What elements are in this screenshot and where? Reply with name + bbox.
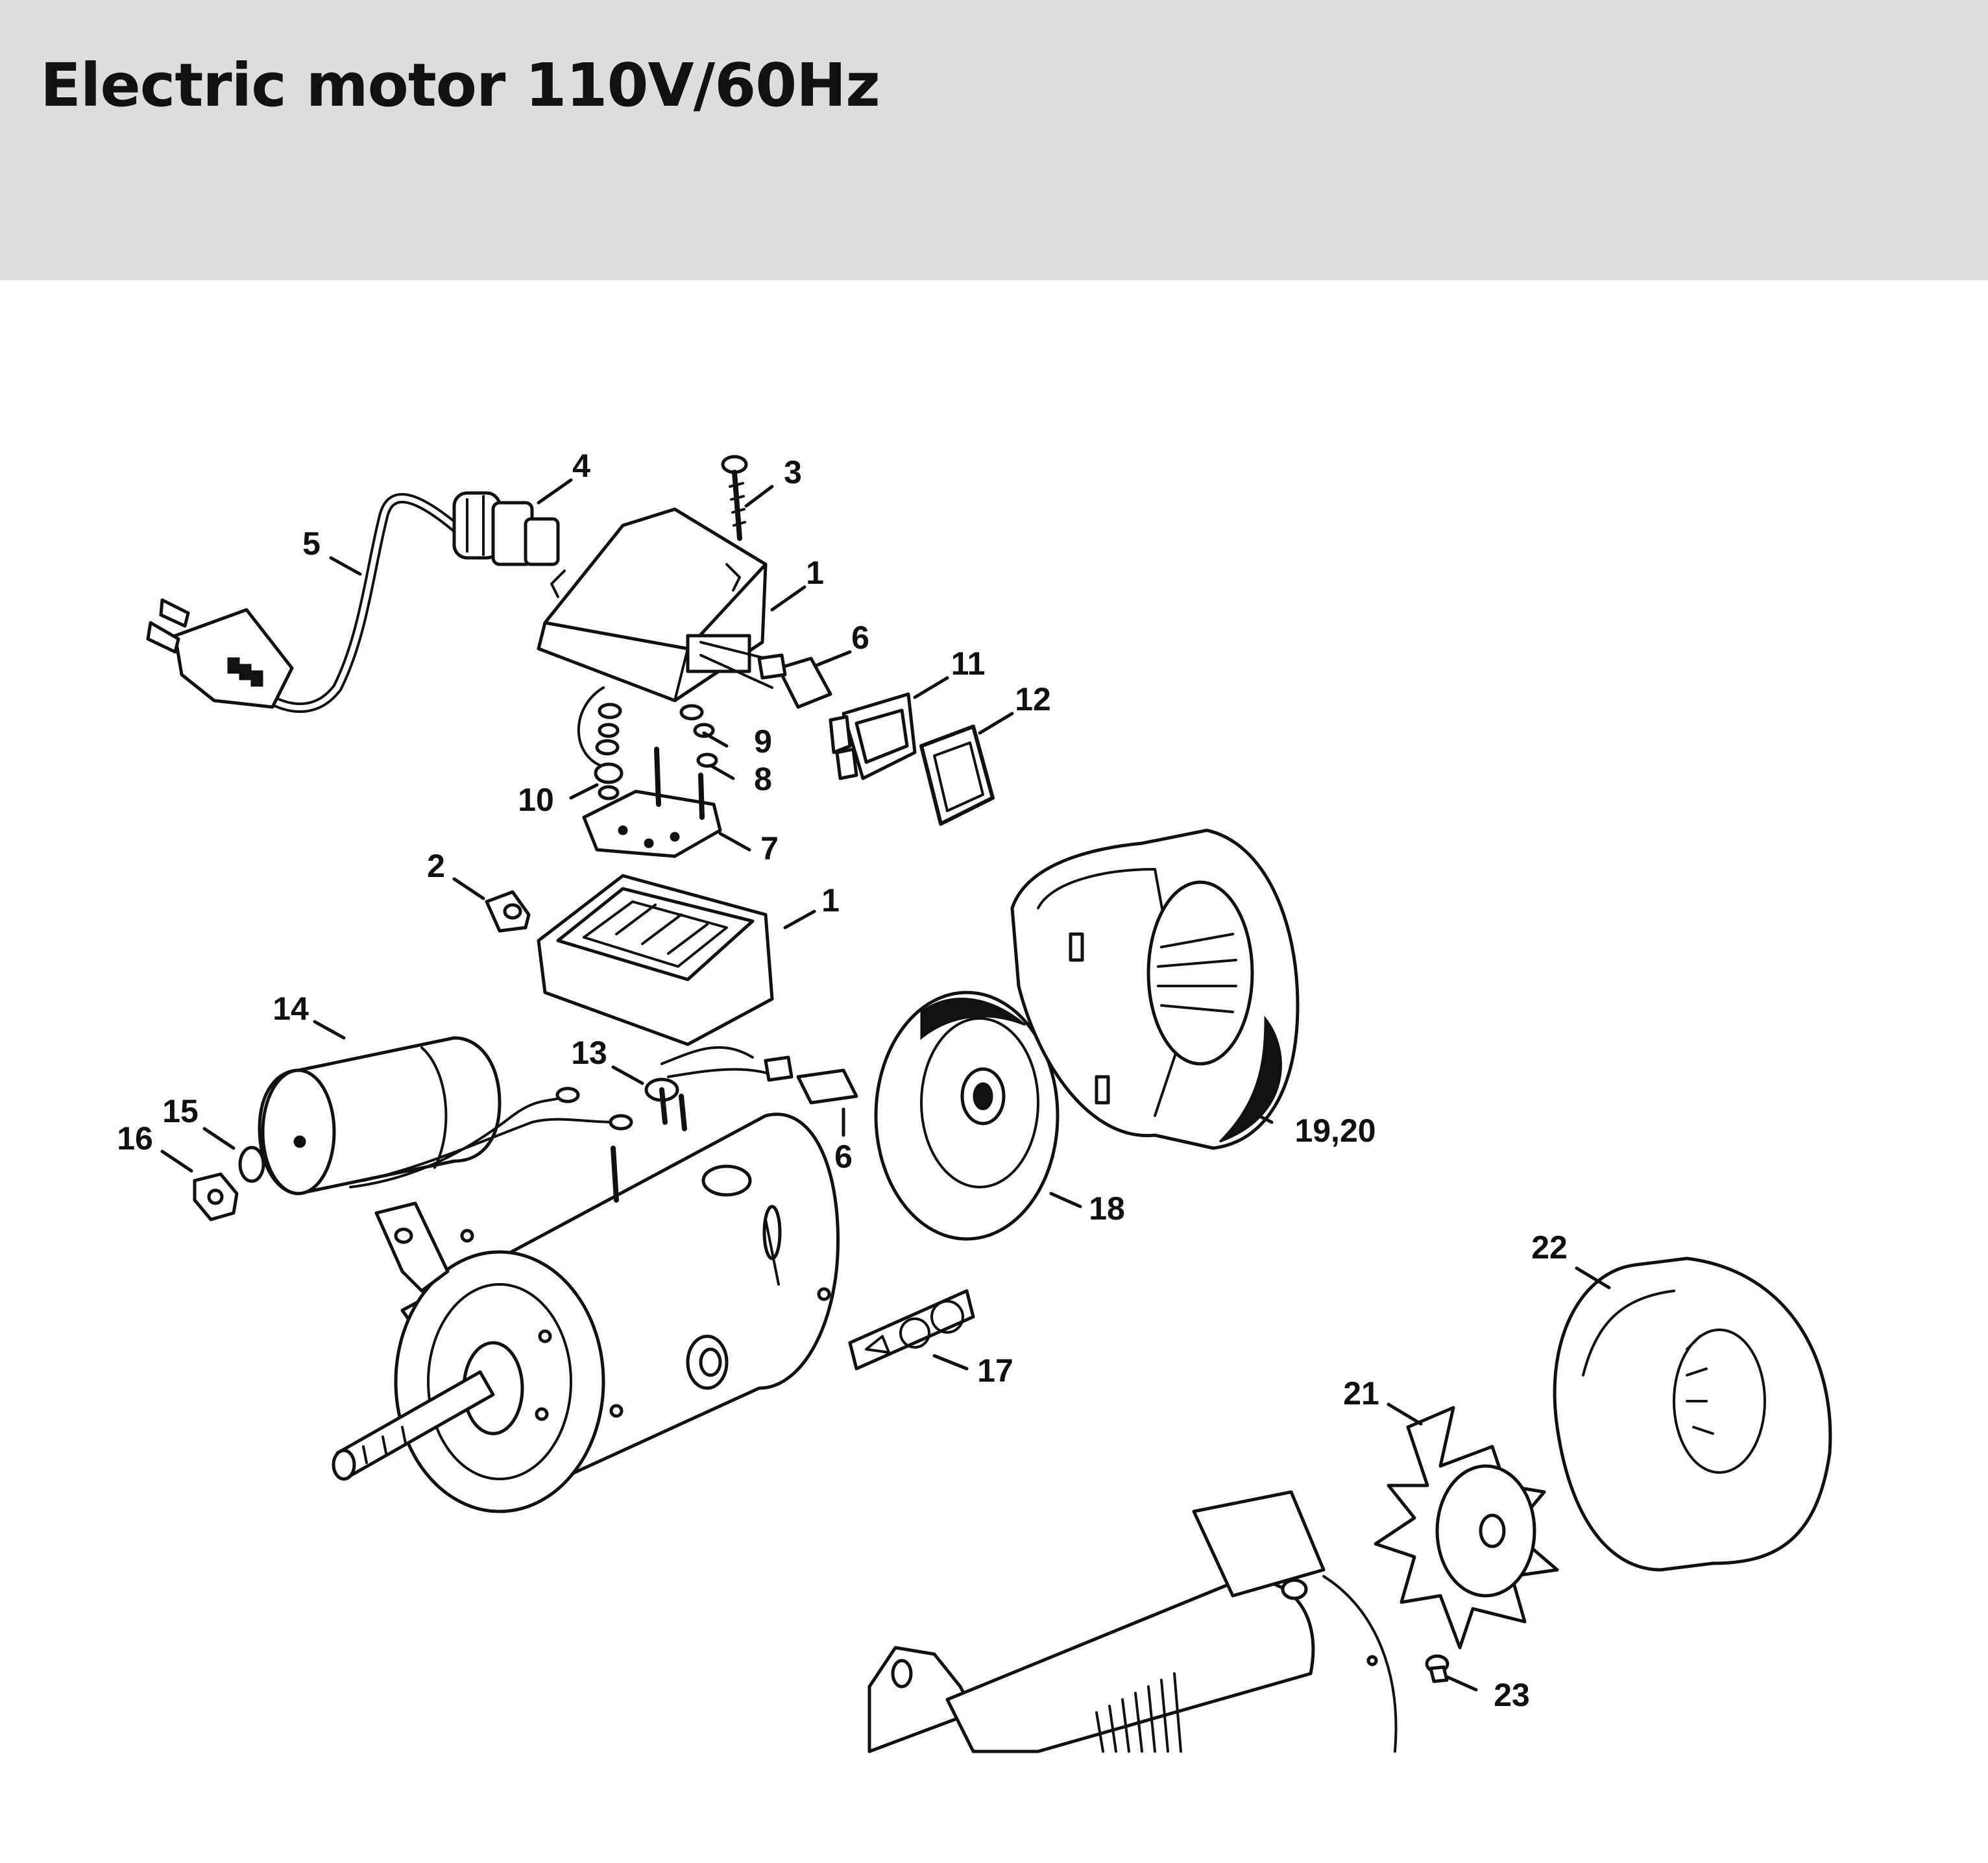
capacitor: [258, 1036, 633, 1196]
callout-7: 7: [760, 830, 779, 867]
callout-18: 18: [1089, 1190, 1125, 1227]
callout-9: 9: [754, 723, 772, 760]
small-screw: [1425, 1654, 1449, 1683]
callout-17: 17: [977, 1352, 1013, 1389]
header-band: Electric motor 110V/60Hz: [0, 0, 1988, 280]
terminal-box-cover: [537, 507, 780, 703]
terminal-box-base: [537, 874, 774, 1046]
nuts-washers: [577, 686, 718, 800]
warning-label: [848, 1289, 975, 1371]
callout-13: 13: [571, 1035, 607, 1071]
callout-14: 14: [273, 991, 309, 1027]
callout-21: 21: [1343, 1375, 1379, 1412]
callout-8: 8: [754, 761, 772, 797]
callout-15: 15: [162, 1093, 199, 1129]
switch-cover: [919, 725, 995, 826]
flat-connector-upper: [757, 653, 832, 709]
fan-cover-rear: [1553, 1256, 1832, 1572]
fan-pulley: [874, 991, 1060, 1241]
leader-lines: [160, 478, 1611, 1692]
callout-1-upper: 1: [806, 555, 824, 591]
callout-16: 16: [117, 1120, 153, 1157]
callout-2: 2: [427, 848, 445, 884]
lock-washer-nut: [193, 1146, 265, 1221]
cover-screw: [721, 455, 748, 541]
cooling-fan: [1374, 1406, 1559, 1650]
callout-3: 3: [784, 454, 802, 490]
grommet: [485, 890, 531, 933]
callout-labels: 4 3 5 1 6 11 12 9 8 10 7 2 1 14 13 15 16…: [117, 448, 1568, 1713]
rocker-switch: [829, 692, 917, 780]
callout-23: 23: [1494, 1677, 1530, 1713]
callout-6-lower: 6: [834, 1138, 853, 1175]
callout-5: 5: [302, 525, 321, 562]
page-title: Electric motor 110V/60Hz: [40, 51, 880, 120]
callout-6-upper: 6: [851, 619, 869, 656]
cable-harness: [644, 1046, 858, 1131]
end-shield-front: [1010, 828, 1300, 1150]
callout-11: 11: [951, 645, 986, 682]
terminal-plate: [582, 747, 722, 858]
cable-gland: [452, 491, 560, 566]
rotor-stator: [867, 1490, 1398, 1753]
callout-22: 22: [1531, 1229, 1568, 1266]
callout-1-lower: 1: [821, 882, 840, 919]
callout-12: 12: [1015, 681, 1051, 717]
callout-4: 4: [572, 448, 590, 484]
callout-19-20: 19,20: [1294, 1112, 1376, 1149]
callout-10: 10: [518, 782, 554, 818]
motor-housing: [332, 1112, 840, 1513]
power-cord-plug: [146, 493, 466, 714]
